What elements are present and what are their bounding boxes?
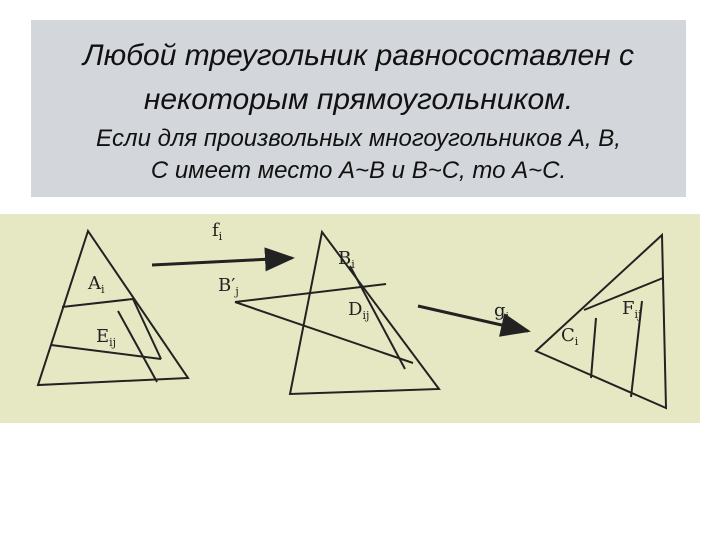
label-b: Bi: [338, 248, 355, 271]
arrow-g: [417, 304, 531, 337]
triangle-a-cut-middle: [132, 298, 162, 360]
triangle-a-cut-upper: [61, 298, 134, 308]
label-g: gi: [494, 300, 510, 323]
title-box: Любой треугольник равносоставлен с некот…: [31, 20, 686, 197]
label-d: Dij: [348, 299, 369, 322]
triangle-a-cut-diagonal: [117, 310, 158, 383]
arrow-f: [151, 247, 295, 272]
triangle-b: [288, 229, 441, 396]
title-line-2: некоторым прямоугольником.: [143, 83, 574, 116]
overlay-line-3: [349, 265, 406, 370]
triangle-c-cut-left: [590, 317, 597, 379]
label-b-prime: B′j: [218, 275, 239, 298]
statement-line-2: C имеет место A~B и B~C, то A~C.: [150, 157, 567, 184]
label-c: Ci: [561, 325, 579, 348]
triangle-c-cut-top: [583, 277, 664, 311]
title-line-1: Любой треугольник равносоставлен с: [83, 39, 634, 72]
geometry-figure: fi Ai Eij Bi B′j Dij gi Ci Fij: [36, 220, 668, 410]
triangle-c: [534, 232, 668, 410]
label-f-ij: Fij: [622, 298, 641, 321]
label-f: fi: [212, 220, 223, 243]
statement-line-1: Если для произвольных многоугольников A,…: [96, 125, 621, 152]
label-a: Ai: [87, 273, 105, 296]
label-e: Eij: [96, 326, 116, 349]
overlay-line-1: [234, 301, 414, 364]
triangle-c-cut-right: [630, 300, 643, 398]
triangle-a: [36, 228, 190, 387]
triangle-a-cut-lower: [50, 344, 162, 360]
figure-panel: fi Ai Eij Bi B′j Dij gi Ci Fij: [0, 214, 700, 423]
